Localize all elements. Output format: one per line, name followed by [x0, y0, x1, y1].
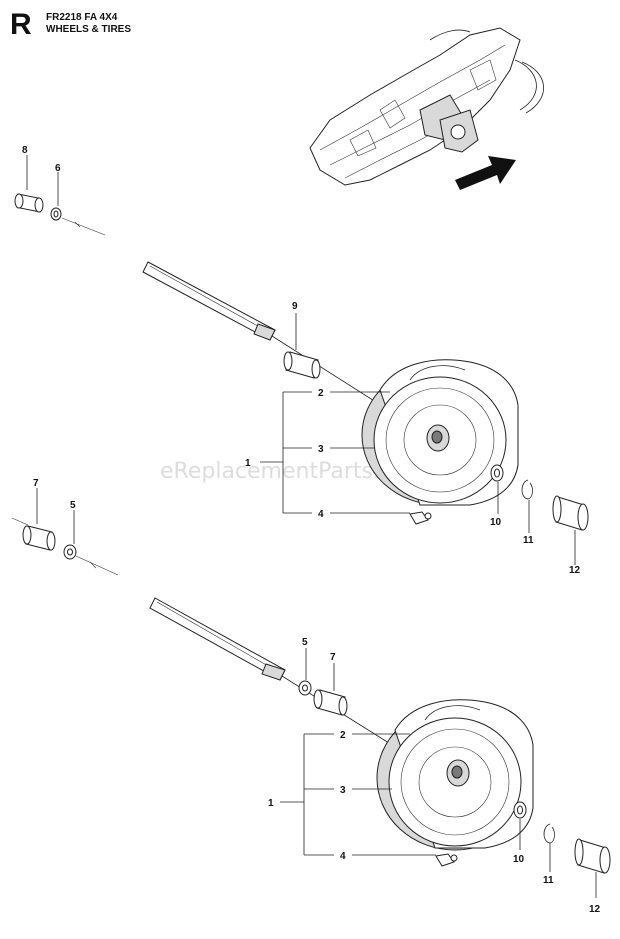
- middle-left-washer-5: [63, 544, 77, 560]
- callout-6-upper: 6: [55, 163, 61, 174]
- tractor-frame-overview: [309, 27, 544, 186]
- callout-10-lower: 10: [513, 854, 525, 865]
- callout-12-lower: 12: [589, 904, 601, 915]
- callout-5-middle: 5: [70, 500, 76, 511]
- upper-retaining-ring-11: [521, 479, 533, 500]
- upper-spacer-9: [283, 351, 321, 379]
- direction-arrow: [455, 156, 516, 190]
- lower-washer-5: [298, 680, 312, 696]
- callout-2-lower: 2: [340, 730, 346, 741]
- callout-2-upper: 2: [318, 388, 324, 399]
- lower-cap-12: [574, 838, 611, 874]
- lower-wheel-tire: [376, 699, 534, 851]
- lower-callout-bracket: [280, 733, 436, 856]
- upper-left-spacer-8: [14, 193, 44, 213]
- callout-7-middle: 7: [33, 478, 39, 489]
- diagram-header: FR2218 FA 4X4 WHEELS & TIRES: [46, 12, 131, 36]
- callout-11-lower: 11: [543, 875, 554, 886]
- callout-4-upper: 4: [318, 509, 324, 520]
- callout-5-lower: 5: [302, 637, 308, 648]
- callout-10-upper: 10: [490, 517, 502, 528]
- callout-7-lower: 7: [330, 652, 336, 663]
- callout-1-upper: 1: [245, 458, 251, 469]
- callout-8-upper: 8: [22, 145, 28, 156]
- callout-3-lower: 3: [340, 785, 346, 796]
- upper-axle-shaft: [142, 261, 421, 431]
- callout-4-lower: 4: [340, 851, 346, 862]
- lower-retaining-ring-11: [543, 823, 555, 844]
- upper-callout-bracket: [260, 391, 410, 514]
- upper-washer-10: [490, 464, 504, 482]
- lower-washer-10: [513, 801, 527, 819]
- model-name: FR2218 FA 4X4: [46, 12, 118, 23]
- section-title: WHEELS & TIRES: [46, 24, 132, 35]
- callout-1-lower: 1: [268, 798, 274, 809]
- middle-left-spacer-7: [22, 525, 56, 551]
- upper-valve-stem-4: [409, 511, 432, 525]
- callout-9: 9: [292, 301, 298, 312]
- upper-wheel-tire: [361, 359, 519, 506]
- section-letter: R: [10, 8, 32, 41]
- callout-12-upper: 12: [569, 565, 581, 576]
- upper-left-washer-6: [50, 207, 62, 221]
- callout-11-upper: 11: [523, 535, 534, 546]
- upper-cap-12: [552, 495, 589, 531]
- lower-valve-stem-4: [435, 853, 458, 867]
- lower-spacer-7: [313, 689, 348, 716]
- callout-3-upper: 3: [318, 444, 324, 455]
